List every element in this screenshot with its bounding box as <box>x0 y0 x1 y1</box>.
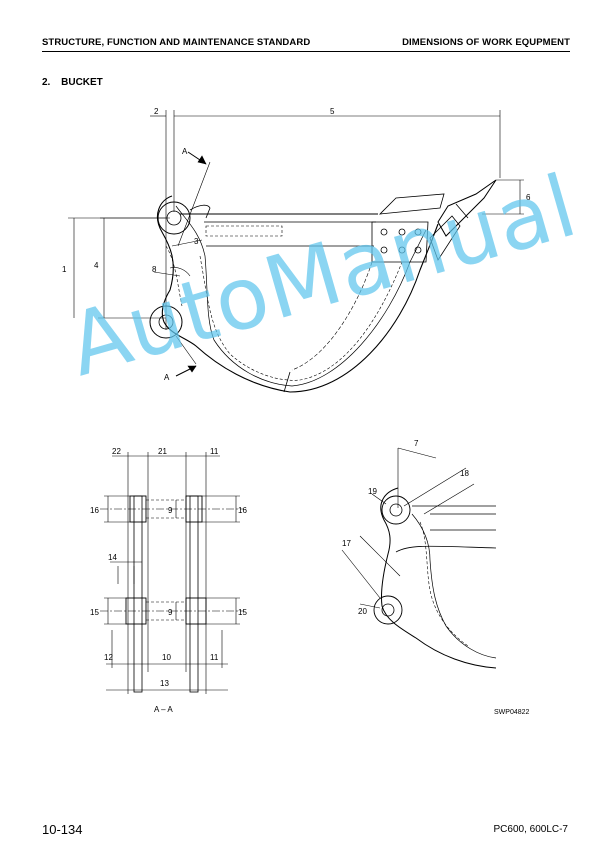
detail-outer-shell <box>380 487 497 669</box>
section-title: BUCKET <box>61 77 103 88</box>
dim-3: 3 <box>194 237 199 246</box>
upper-bracket <box>189 204 211 219</box>
section-marker-bottom: A <box>164 373 170 382</box>
model-name: PC600, 600LC-7 <box>493 824 569 835</box>
section-view-label: A – A <box>154 705 173 714</box>
bucket-side-view: 2 5 6 1 4 3 8 A A <box>62 107 531 393</box>
detail-dim-17: 17 <box>342 539 351 548</box>
sec-dim-10: 10 <box>162 653 171 662</box>
detail-upper-boss <box>381 495 411 525</box>
sec-dim-16-left: 16 <box>90 506 99 515</box>
detail-dim-19: 19 <box>368 487 377 496</box>
section-heading: 2. BUCKET <box>42 77 103 88</box>
header-chapter-title: DIMENSIONS OF WORK EQUPMENT <box>402 37 570 48</box>
dim-4: 4 <box>94 261 99 270</box>
section-number: 2. <box>42 77 51 88</box>
sec-dim-12: 12 <box>104 653 113 662</box>
tooth-pin <box>455 203 469 219</box>
side-cutter-plate <box>371 221 429 263</box>
shell-joint <box>283 371 291 393</box>
detail-lower-hole <box>381 603 395 617</box>
bracket-detail-view: 7 18 19 17 20 SWP04822 <box>341 439 530 716</box>
bolt-5 <box>398 246 406 254</box>
detail-inner-shell <box>411 513 497 659</box>
sec-dim-15-right: 15 <box>238 608 247 617</box>
detail-upper-hole <box>389 503 403 517</box>
drawing-code: SWP04822 <box>494 709 530 716</box>
sec-dim-16-right: 16 <box>238 506 247 515</box>
section-marker-top: A <box>182 147 188 156</box>
sec-dim-13: 13 <box>160 679 169 688</box>
detail-dim-7: 7 <box>414 439 419 448</box>
bolt-1 <box>380 228 388 236</box>
sec-dim-11-top: 11 <box>210 447 219 456</box>
sec-dim-9-top: 9 <box>168 506 173 515</box>
detail-dim-18: 18 <box>460 469 469 478</box>
bolt-4 <box>380 246 388 254</box>
sec-dim-14: 14 <box>108 553 117 562</box>
bolt-2 <box>398 228 406 236</box>
sec-dim-22: 22 <box>112 447 121 456</box>
stiffener-hidden <box>205 225 283 237</box>
dim-5: 5 <box>330 107 335 116</box>
bucket-inner-shell <box>175 205 427 387</box>
bolt-3 <box>414 228 422 236</box>
bucket-tooth <box>437 179 497 237</box>
sec-dim-15-left: 15 <box>90 608 99 617</box>
sec-dim-11-bottom: 11 <box>210 653 219 662</box>
detail-lower-boss <box>373 595 403 625</box>
bucket-outer-shell <box>157 195 439 393</box>
wear-strip <box>291 261 373 371</box>
bucket-hidden-line <box>199 255 403 381</box>
dim-6: 6 <box>526 193 531 202</box>
main-dimension-lines <box>68 110 524 377</box>
dim-2: 2 <box>154 107 159 116</box>
detail-hidden <box>419 521 469 647</box>
upper-guard <box>378 193 445 215</box>
detail-plate-line <box>395 545 497 553</box>
dim-8: 8 <box>152 265 157 274</box>
page-header: STRUCTURE, FUNCTION AND MAINTENANCE STAN… <box>42 37 570 52</box>
page-number: 10-134 <box>42 822 83 837</box>
sec-dim-9-bottom: 9 <box>168 608 173 617</box>
detail-dim-20: 20 <box>358 607 367 616</box>
sec-dim-21: 21 <box>158 447 167 456</box>
dim-1: 1 <box>62 265 67 274</box>
adapter <box>429 215 461 261</box>
section-view-a-a: 22 21 11 16 9 16 14 15 9 15 12 10 11 13 … <box>90 447 247 714</box>
header-section-title: STRUCTURE, FUNCTION AND MAINTENANCE STAN… <box>42 37 311 48</box>
bolt-6 <box>414 246 422 254</box>
